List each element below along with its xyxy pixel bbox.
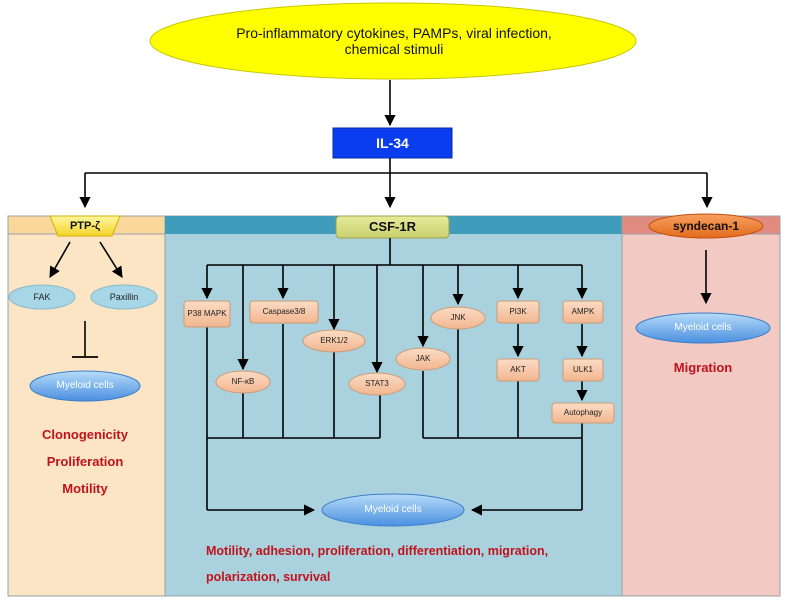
- caspase-label: Caspase3/8: [262, 307, 306, 317]
- pi3k-box: [496, 300, 540, 324]
- stimulus-ellipse: [149, 2, 637, 80]
- ampk-box: [562, 300, 604, 324]
- center-myeloid-ellipse: [321, 493, 465, 527]
- jnk-label: JNK: [450, 313, 466, 323]
- jnk-ellipse: [430, 306, 486, 330]
- center-nodes: [183, 300, 615, 424]
- ptp-zeta-label: PTP-ζ: [69, 219, 101, 232]
- akt-label: AKT: [510, 365, 526, 375]
- right-outcome: Migration: [673, 359, 733, 375]
- caspase-box: [249, 300, 319, 324]
- akt-box: [496, 358, 540, 382]
- center-myeloid-label: Myeloid cells: [364, 504, 422, 516]
- csf1r-box: [335, 215, 450, 239]
- paxillin-label: Paxillin: [109, 291, 139, 302]
- center-wiring: [201, 238, 588, 516]
- erk-ellipse: [302, 329, 366, 353]
- nfkb-label: NF-κB: [231, 377, 255, 387]
- paxillin-ellipse: [90, 284, 158, 310]
- center-outcomes: Motility, adhesion, proliferation, diffe…: [206, 544, 549, 584]
- left-myeloid-ellipse: [29, 370, 141, 402]
- jak-ellipse: [395, 347, 451, 371]
- ulk1-label: ULK1: [572, 365, 593, 375]
- stat3-ellipse: [348, 372, 406, 396]
- syndecan-label: syndecan-1: [672, 219, 740, 234]
- p38-box: [183, 300, 231, 328]
- left-outcome-3: Motility: [62, 480, 108, 496]
- syndecan-ellipse: [648, 213, 764, 239]
- fak-ellipse: [8, 284, 76, 310]
- ampk-label: AMPK: [571, 307, 595, 317]
- stimulus-text: Pro-inflammatory cytokines, PAMPs, viral…: [236, 24, 552, 57]
- left-myeloid-label: Myeloid cells: [56, 380, 114, 392]
- il34-label: IL-34: [376, 134, 409, 151]
- pi3k-label: PI3K: [509, 307, 527, 317]
- autophagy-label: Autophagy: [563, 408, 603, 418]
- left-outcome-2: Proliferation: [46, 453, 124, 469]
- left-panel: [7, 215, 166, 597]
- autophagy-box: [551, 402, 615, 424]
- erk-label: ERK1/2: [320, 336, 348, 346]
- ptp-zeta-shape: [49, 215, 121, 237]
- fak-label: FAK: [33, 291, 51, 302]
- left-outcome-1: Clonogenicity: [42, 426, 128, 442]
- jak-label: JAK: [415, 354, 431, 364]
- stat3-label: STAT3: [365, 379, 389, 389]
- right-myeloid-ellipse: [635, 312, 771, 344]
- nfkb-ellipse: [215, 370, 271, 394]
- ulk1-box: [562, 358, 604, 382]
- p38-label: P38 MAPK: [187, 309, 227, 319]
- arrow-ptp-fak: [49, 241, 71, 278]
- right-panel: [621, 215, 781, 597]
- csf1r-label: CSF-1R: [369, 218, 416, 234]
- right-myeloid-label: Myeloid cells: [674, 322, 732, 334]
- arrow-ptp-paxillin: [99, 241, 123, 278]
- il34-box: [332, 127, 453, 159]
